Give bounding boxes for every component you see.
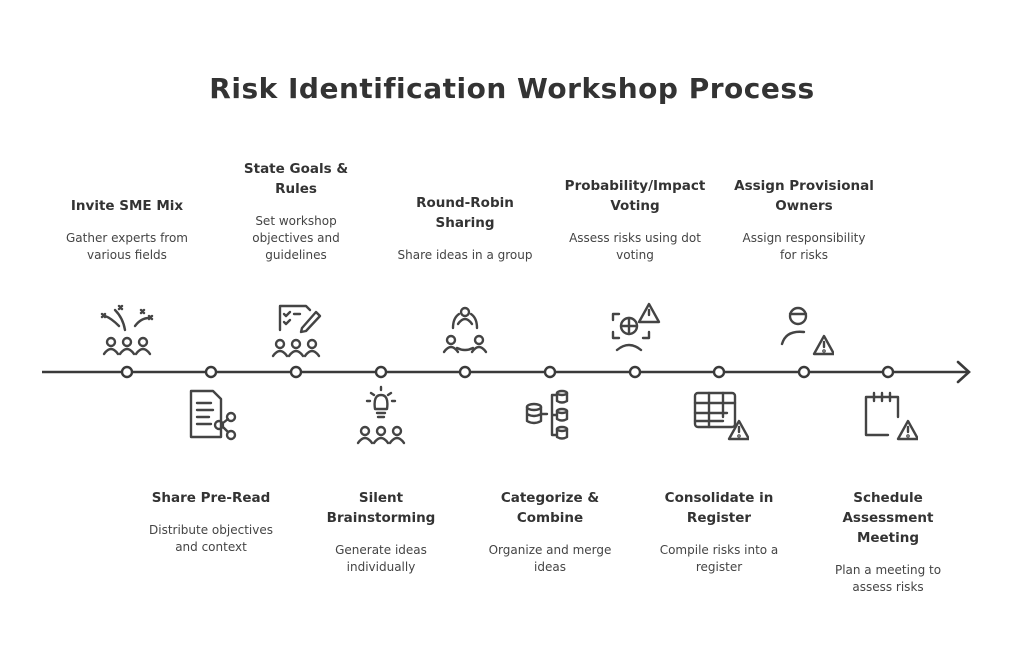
people-ideas-icon: [97, 300, 157, 360]
step-description: Assess risks using dot voting: [569, 231, 701, 262]
timeline-node: [797, 365, 811, 379]
group-circle-icon: [435, 300, 495, 360]
checklist-group-icon: [266, 300, 326, 360]
database-tree-icon: [520, 385, 580, 445]
timeline-node: [120, 365, 134, 379]
timeline-node: [374, 365, 388, 379]
timeline-node: [712, 365, 726, 379]
step-description: Distribute objectives and context: [149, 523, 273, 554]
timeline-node: [628, 365, 642, 379]
step-description: Compile risks into a register: [659, 543, 779, 574]
calendar-warning-icon: [858, 385, 920, 445]
step-title: State Goals & Rules: [243, 161, 349, 197]
step-description: Plan a meeting to assess risks: [834, 563, 942, 594]
step-description: Set workshop objectives and guidelines: [252, 214, 340, 262]
user-warning-icon: [774, 300, 836, 360]
step-title: Schedule Assessment Meeting: [842, 490, 934, 546]
step-title: Invite SME Mix: [70, 198, 184, 214]
timeline-node: [289, 365, 303, 379]
step-description: Gather experts from various fields: [66, 231, 188, 262]
step-title: Consolidate in Register: [664, 490, 774, 526]
step-title: Probability/Impact Voting: [564, 178, 706, 214]
timeline-node: [204, 365, 218, 379]
step-title: Categorize & Combine: [500, 490, 600, 526]
step-description: Assign responsibility for risks: [742, 231, 866, 262]
timeline-node: [881, 365, 895, 379]
risk-voting-icon: [605, 300, 665, 360]
timeline-node: [458, 365, 472, 379]
timeline-node: [543, 365, 557, 379]
document-share-icon: [181, 385, 241, 445]
table-warning-icon: [689, 385, 751, 445]
step-title: Share Pre-Read: [151, 490, 271, 506]
lightbulb-group-icon: [351, 385, 411, 445]
page-title: Risk Identification Workshop Process: [209, 72, 815, 105]
step-description: Share ideas in a group: [397, 248, 533, 262]
step-title: Round-Robin Sharing: [416, 195, 514, 231]
step-description: Generate ideas individually: [335, 543, 427, 574]
timeline-arrowhead: [956, 360, 971, 384]
step-title: Silent Brainstorming: [326, 490, 436, 526]
step-title: Assign Provisional Owners: [734, 178, 874, 214]
step-description: Organize and merge ideas: [488, 543, 612, 574]
